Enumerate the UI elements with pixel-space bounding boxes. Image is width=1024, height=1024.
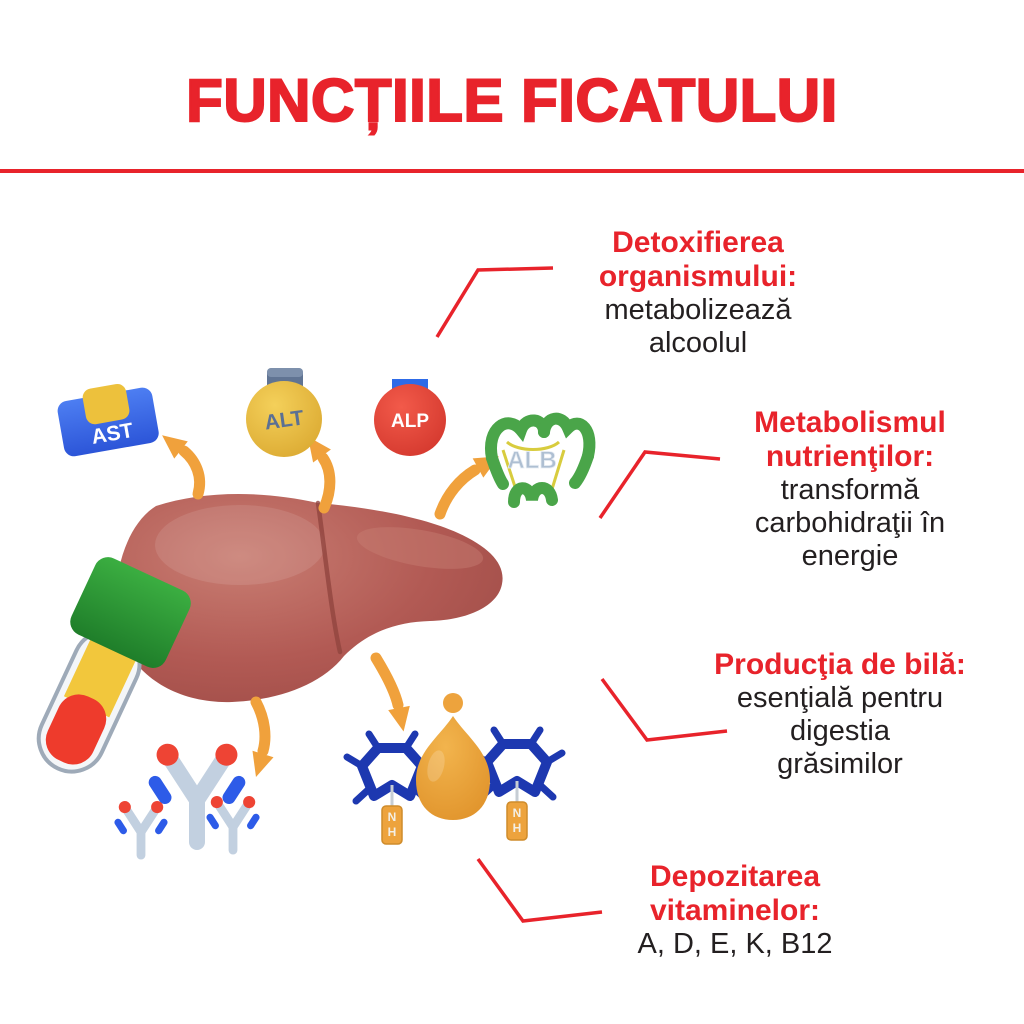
test-tube-icon xyxy=(36,557,191,774)
text-line: alcoolul xyxy=(648,327,748,359)
callout-vitamins-heading: Depozitarea vitaminelor: xyxy=(595,860,875,928)
text-line: organismului: xyxy=(598,260,798,293)
text-line: vitaminelor: xyxy=(649,894,821,927)
page-title: FUNCȚIILE FICATULUI xyxy=(185,66,838,135)
ast-badge-icon: AST xyxy=(57,383,159,457)
alt-sphere-icon: ALT xyxy=(246,368,322,457)
text-line: Producţia de bilă: xyxy=(714,648,966,681)
connector-detox xyxy=(435,266,554,338)
text-line: energie xyxy=(801,540,899,572)
callout-bile: Producţia de bilă: esenţială pentru dige… xyxy=(680,648,1000,781)
callout-metabolism-heading: Metabolismul nutrienţilor: xyxy=(700,406,1000,474)
alp-label: ALP xyxy=(391,411,429,432)
callout-metabolism-body: transformă carbohidraţii în energie xyxy=(700,474,1000,573)
callout-detox: Detoxifierea organismului: metabolizează… xyxy=(558,226,838,360)
text-line: A, D, E, K, B12 xyxy=(637,928,833,960)
text-line: Detoxifierea xyxy=(612,226,784,259)
callout-bile-body: esenţială pentru digestia grăsimilor xyxy=(680,682,1000,781)
connector-bile xyxy=(600,677,728,742)
connector-metabolism xyxy=(598,450,721,519)
callout-detox-heading: Detoxifierea organismului: xyxy=(558,226,838,294)
alp-circle-icon: ALP xyxy=(374,379,446,456)
callout-vitamins: Depozitarea vitaminelor: A, D, E, K, B12 xyxy=(595,860,875,961)
callout-metabolism: Metabolismul nutrienţilor: transformă ca… xyxy=(700,406,1000,573)
title-divider xyxy=(0,169,1024,173)
bile-drop-icon xyxy=(416,716,490,820)
arrow-to-alt-icon xyxy=(307,436,336,514)
liver-icon xyxy=(115,493,503,703)
arrow-to-antibodies-icon xyxy=(250,696,274,777)
callout-vitamins-body: A, D, E, K, B12 xyxy=(595,928,875,961)
alb-protein-icon: ALB xyxy=(485,412,596,508)
callout-bile-heading: Producţia de bilă: xyxy=(680,648,1000,682)
alt-label: ALT xyxy=(263,406,305,434)
text-line: carbohidraţii în xyxy=(754,507,946,539)
text-line: digestia xyxy=(790,715,890,747)
text-line: Metabolismul xyxy=(754,406,946,439)
text-line: grăsimilor xyxy=(777,748,903,780)
text-line: transformă xyxy=(780,474,920,506)
arrow-to-bile-icon xyxy=(370,652,410,732)
antibody-group xyxy=(106,739,268,860)
text-line: Depozitarea xyxy=(649,860,821,893)
arrow-icons xyxy=(162,435,499,777)
bile-bubble-icon xyxy=(443,693,463,713)
callout-detox-body: metabolizează alcoolul xyxy=(558,294,838,360)
arrow-to-ast-icon xyxy=(162,435,206,500)
text-line: nutrienţilor: xyxy=(765,440,935,473)
text-line: metabolizează xyxy=(604,294,792,326)
connector-vitamins xyxy=(476,857,603,923)
bile-drop-group xyxy=(347,693,562,844)
text-line: esenţială pentru xyxy=(736,682,944,714)
alb-label: ALB xyxy=(507,447,556,474)
